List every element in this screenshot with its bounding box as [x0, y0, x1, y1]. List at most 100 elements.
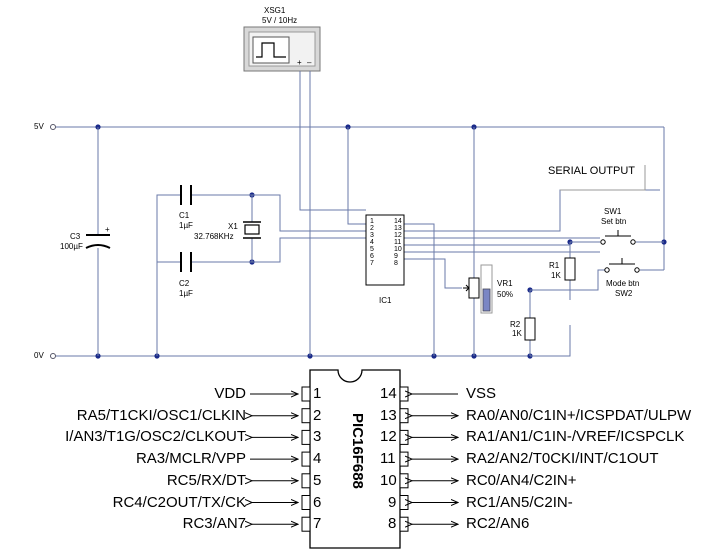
ic1-pin-left-3: 3	[370, 232, 374, 239]
ic1-pin-right-14: 14	[394, 218, 402, 225]
pin-box-3	[301, 429, 311, 445]
generator-spec: 5V / 10Hz	[262, 16, 298, 25]
ic1-pin-left-5: 5	[370, 246, 374, 253]
c3-polarity: +	[105, 225, 110, 234]
pin-number-8: 8	[388, 515, 397, 533]
pin-label-13: RA0/AN0/C1IN+/ICSPDAT/ULPW	[466, 406, 692, 424]
pin-box-14	[399, 386, 409, 402]
ic1-pin-right-13: 13	[394, 225, 402, 232]
ic1-pin-left-6: 6	[370, 253, 374, 260]
ic1-pin-right-8: 8	[394, 260, 398, 267]
c2-capacitor	[180, 252, 192, 272]
generator-minus: –	[307, 58, 312, 67]
signal-generator	[243, 26, 321, 72]
sw1-label: Set btn	[601, 217, 627, 226]
x1-name: X1	[228, 222, 238, 231]
generator-plus: +	[297, 58, 302, 67]
c2-value: 1µF	[179, 289, 193, 298]
pin-box-1	[301, 386, 311, 402]
pin-label-8: RC2/AN6	[466, 515, 530, 533]
pin-label-11: RA2/AN2/T0CKI/INT/C1OUT	[466, 450, 659, 468]
pin-label-10: RC0/AN4/C2IN+	[466, 471, 577, 489]
pin-number-1: 1	[313, 385, 322, 402]
pinout-arrows	[250, 394, 458, 524]
sw2-label: Mode btn	[606, 279, 640, 288]
pin-number-13: 13	[380, 406, 397, 424]
ic1-pin-left-4: 4	[370, 239, 374, 246]
pin-label-6: RC4/C2OUT/TX/CK	[112, 493, 246, 511]
vr1-value: 50%	[497, 290, 514, 299]
pin-number-10: 10	[380, 471, 397, 489]
pin-box-6	[301, 495, 311, 510]
pin-label-14: VSS	[466, 385, 497, 402]
pin-label-3: I/AN3/T1G/OSC2/CLKOUT	[65, 428, 246, 446]
pin-box-9	[399, 495, 409, 510]
sw2-name: SW2	[615, 289, 633, 298]
pin-number-11: 11	[380, 450, 396, 468]
sw1-switch	[600, 230, 636, 245]
pin-label-2: RA5/T1CKI/OSC1/CLKIN	[76, 406, 246, 424]
x1-value: 32.768KHz	[194, 232, 234, 241]
pin-label-1: VDD	[214, 385, 246, 402]
c1-name: C1	[179, 211, 190, 220]
pin-number-6: 6	[313, 493, 322, 511]
pin-label-12: RA1/AN1/C1IN-/VREF/ICSPCLK	[466, 428, 685, 446]
pin-number-12: 12	[380, 428, 397, 446]
pin-number-4: 4	[313, 450, 322, 468]
c1-value: 1µF	[179, 221, 193, 230]
pin-box-11	[399, 451, 409, 467]
pin-label-4: RA3/MCLR/VPP	[135, 450, 246, 468]
pinout-chip	[309, 369, 401, 549]
rail-5v	[50, 124, 665, 270]
x1-crystal	[243, 221, 261, 239]
r2-resistor	[524, 317, 536, 341]
pin-number-3: 3	[313, 428, 322, 446]
pin-box-4	[301, 451, 311, 467]
serial-output-wire	[560, 165, 646, 191]
ic1-name: IC1	[379, 296, 392, 305]
ic1-body	[365, 214, 405, 286]
pin-number-14: 14	[380, 385, 397, 402]
pin-box-10	[399, 473, 409, 489]
c3-value: 100µF	[60, 242, 83, 251]
pin-number-7: 7	[313, 515, 322, 533]
ic1-pin-left-7: 7	[370, 260, 374, 267]
c2-name: C2	[179, 279, 190, 288]
pin-box-5	[301, 473, 311, 489]
generator-name: XSG1	[264, 6, 286, 15]
pin-label-5: RC5/RX/DT	[166, 471, 246, 489]
pin-number-9: 9	[388, 493, 397, 511]
pin-box-12	[399, 429, 409, 445]
ic1-pin-right-11: 11	[394, 239, 402, 246]
rail-0v-label: 0V	[34, 351, 44, 360]
r2-name: R2	[510, 320, 521, 329]
sw1-name: SW1	[604, 207, 622, 216]
ic1-pin-right-10: 10	[394, 246, 402, 253]
rail-0v	[50, 353, 530, 359]
pin-box-13	[399, 408, 409, 424]
c1-capacitor	[180, 185, 192, 205]
chip-name: PIC16F688	[349, 413, 366, 489]
c3-capacitor	[85, 234, 111, 249]
pin-box-2	[301, 408, 311, 424]
vr1-potentiometer	[463, 264, 493, 314]
pin-number-2: 2	[313, 406, 322, 424]
ic1-pin-right-9: 9	[394, 253, 398, 260]
r1-value: 1K	[551, 271, 561, 280]
pin-number-5: 5	[313, 471, 322, 489]
r1-name: R1	[549, 261, 560, 270]
vr1-name: VR1	[497, 279, 513, 288]
ic1-pin-left-2: 2	[370, 225, 374, 232]
pin-box-7	[301, 516, 311, 532]
sw2-switch	[604, 258, 640, 273]
ic1-pin-right-12: 12	[394, 232, 402, 239]
pin-label-9: RC1/AN5/C2IN-	[466, 493, 573, 511]
pin-label-7: RC3/AN7	[182, 515, 246, 533]
ic1-pin-left-1: 1	[370, 218, 374, 225]
c3-name: C3	[70, 232, 81, 241]
r1-resistor	[564, 257, 576, 281]
pin-box-8	[399, 516, 409, 532]
serial-output-label: SERIAL OUTPUT	[548, 165, 635, 177]
